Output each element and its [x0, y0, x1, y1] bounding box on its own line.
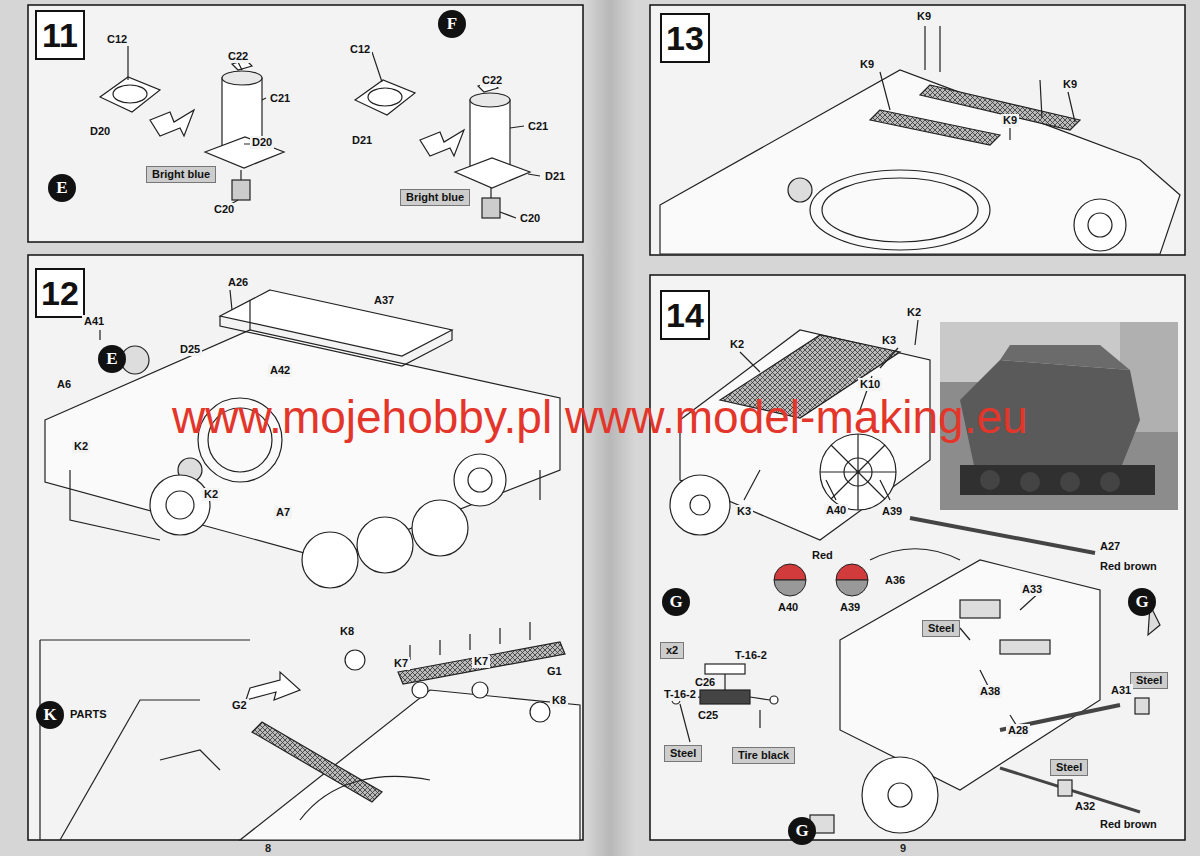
part-number: K9: [1001, 114, 1019, 127]
node-text: F: [447, 14, 457, 34]
part-number: K8: [338, 625, 356, 638]
part-number: D20: [250, 136, 274, 149]
page-number: 9: [900, 842, 906, 854]
part-number: A42: [268, 364, 292, 377]
part-number: C20: [518, 212, 542, 225]
part-number: K9: [858, 58, 876, 71]
part-number: C22: [226, 50, 250, 63]
part-number: A31: [1109, 684, 1133, 697]
paint-box: Steel: [1130, 672, 1168, 689]
part-number: K3: [735, 505, 753, 518]
node-text: E: [106, 349, 117, 369]
parts-heading: PARTS: [68, 708, 108, 721]
part-number: A39: [880, 505, 904, 518]
callout-letter: E: [48, 174, 76, 202]
part-number: A27: [1098, 540, 1122, 553]
watermark: www.mojehobby.pl www.model-making.eu: [172, 392, 1028, 442]
part-number: A40: [824, 504, 848, 517]
callout-letter: E: [98, 345, 126, 373]
node-text: Steel: [1136, 674, 1162, 686]
part-number: D25: [178, 343, 202, 356]
callout-letter: G: [1128, 588, 1156, 616]
paint-box: Tire black: [732, 747, 795, 764]
step-number: 13: [660, 13, 710, 63]
callout-letter: G: [662, 588, 690, 616]
part-number: A28: [1006, 724, 1030, 737]
paint-box: Steel: [922, 620, 960, 637]
part-number: A36: [883, 574, 907, 587]
part-number: K7: [392, 657, 410, 670]
node-text: 11: [42, 16, 78, 55]
part-number: K8: [550, 694, 568, 707]
part-number: G2: [230, 699, 249, 712]
part-number: K2: [202, 488, 220, 501]
node-text: Tire black: [738, 749, 789, 761]
part-number: C22: [480, 74, 504, 87]
part-number: K3: [880, 334, 898, 347]
step-number: 12: [35, 268, 85, 318]
page-number: 8: [265, 842, 271, 854]
part-number: A41: [82, 315, 106, 328]
node-text: Bright blue: [406, 191, 464, 203]
node-text: Steel: [1056, 761, 1082, 773]
step-number: 11: [35, 10, 85, 60]
part-number: A7: [274, 506, 292, 519]
part-number: G1: [545, 665, 564, 678]
node-text: G: [795, 821, 808, 841]
paint-box: Steel: [1050, 759, 1088, 776]
node-text: Bright blue: [152, 168, 210, 180]
part-number: A33: [1020, 583, 1044, 596]
callout-letter: K: [36, 701, 64, 729]
part-number: C20: [212, 203, 236, 216]
node-text: Steel: [670, 747, 696, 759]
paint-note: Red brown: [1098, 818, 1159, 831]
part-number: A6: [55, 378, 73, 391]
part-number: K7: [472, 655, 490, 668]
node-text: K: [43, 705, 56, 725]
part-number: K9: [1061, 78, 1079, 91]
part-number: A40: [776, 601, 800, 614]
part-number: C21: [526, 120, 550, 133]
part-number: K10: [858, 378, 882, 391]
part-number: K9: [915, 10, 933, 23]
part-number: A32: [1073, 800, 1097, 813]
paint-box: x2: [660, 642, 684, 659]
node-text: E: [56, 178, 67, 198]
part-number: C21: [268, 92, 292, 105]
paint-box: Steel: [664, 745, 702, 762]
part-number: K2: [728, 338, 746, 351]
part-number: K2: [905, 306, 923, 319]
paint-note: Red brown: [1098, 560, 1159, 573]
part-number: C12: [348, 43, 372, 56]
paint-box: Bright blue: [146, 166, 216, 183]
node-text: 14: [666, 296, 704, 335]
callout-letter: F: [438, 10, 466, 38]
part-number: A26: [226, 276, 250, 289]
part-number: D20: [88, 125, 112, 138]
part-number: A38: [978, 685, 1002, 698]
node-text: 12: [41, 274, 79, 313]
node-text: Steel: [928, 622, 954, 634]
node-text: G: [669, 592, 682, 612]
part-number: T-16-2: [733, 649, 769, 662]
node-text: x2: [666, 644, 678, 656]
part-number: T-16-2: [662, 688, 698, 701]
paint-box: Bright blue: [400, 189, 470, 206]
node-text: G: [1135, 592, 1148, 612]
callout-letter: G: [788, 817, 816, 845]
node-text: 13: [666, 19, 704, 58]
part-number: A39: [838, 601, 862, 614]
part-number: C25: [696, 709, 720, 722]
part-number: A37: [372, 294, 396, 307]
step-number: 14: [660, 290, 710, 340]
part-number: C12: [105, 33, 129, 46]
paint-note: Red: [810, 549, 835, 562]
part-number: D21: [350, 134, 374, 147]
part-number: K2: [72, 440, 90, 453]
part-number: D21: [543, 170, 567, 183]
